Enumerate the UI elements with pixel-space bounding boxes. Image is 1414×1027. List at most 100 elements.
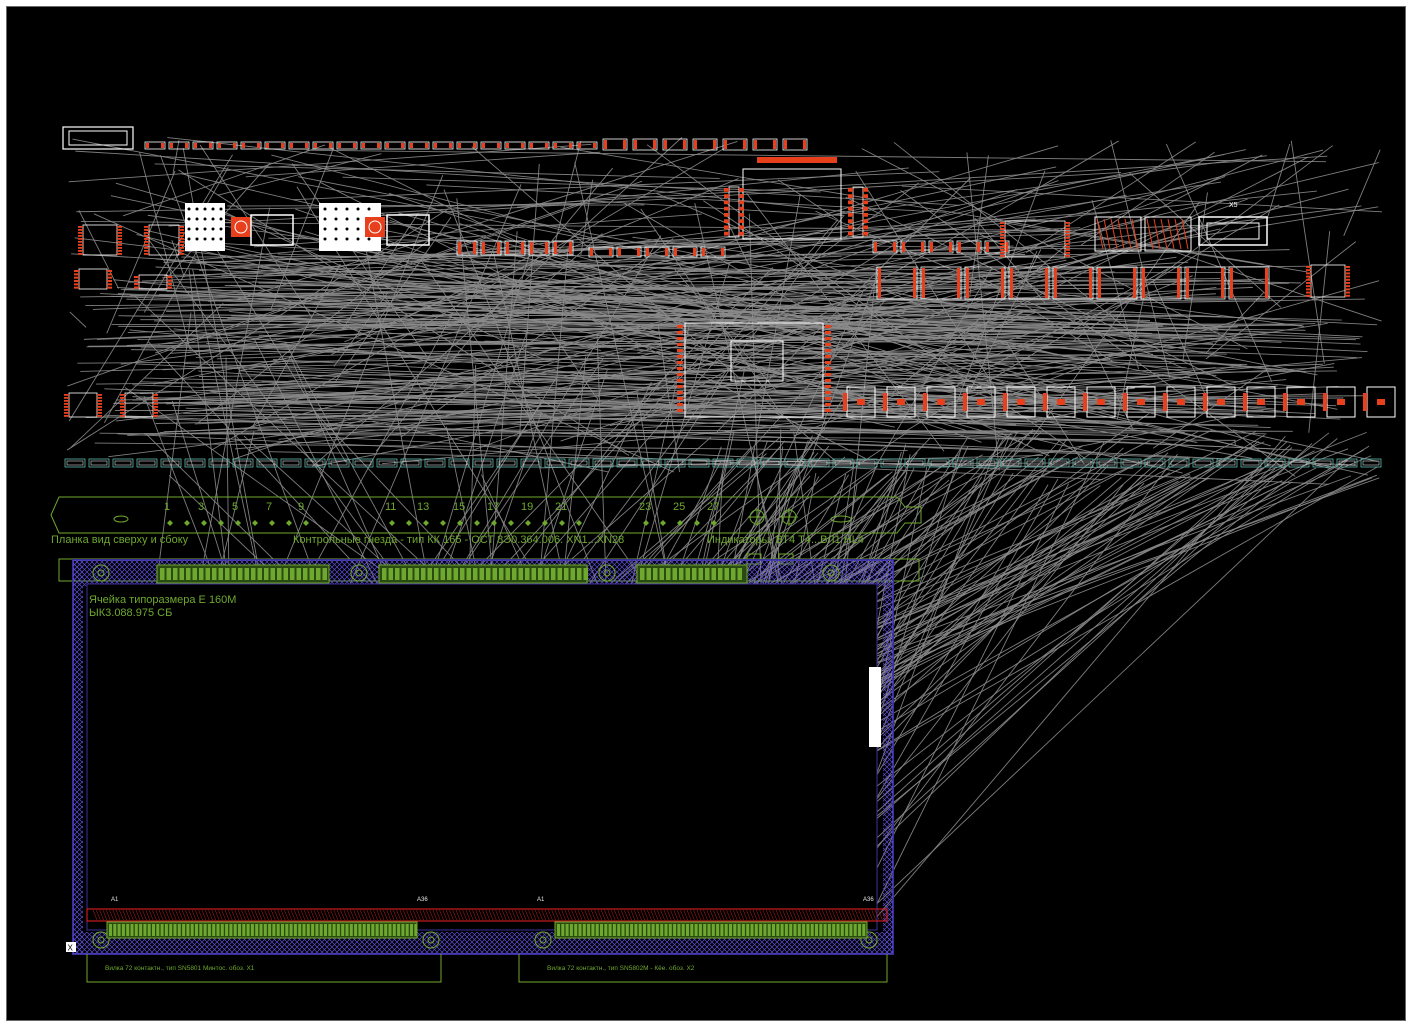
keepout-hatch [848, 909, 853, 921]
bottom-connector-pin [638, 924, 642, 936]
resistor-row-outline [976, 458, 998, 468]
bottom-connector-pin [203, 924, 207, 936]
top-connector-pin [499, 568, 504, 580]
ic-main-pad [825, 403, 831, 406]
bottom-connector-pin [272, 924, 276, 936]
bottom-connector-pin [655, 924, 659, 936]
ic-pad [144, 250, 149, 252]
side-marker [869, 667, 881, 747]
resistor-row-outline [1312, 458, 1334, 468]
pad [521, 242, 524, 254]
bottom-connector-pin [651, 924, 655, 936]
ratsnest-line [1266, 143, 1291, 221]
keepout-hatch [158, 909, 164, 921]
keepout-hatch [353, 909, 358, 921]
transistor-hatch [1174, 218, 1182, 250]
ic-pad [848, 188, 853, 192]
keepout-hatch [191, 909, 197, 921]
keepout-hatch [472, 909, 477, 921]
keepout-hatch [775, 909, 781, 921]
ic-pad [179, 250, 184, 252]
ic-large-pads [757, 157, 837, 163]
hatched-block [185, 203, 225, 251]
keepout-hatch [317, 909, 322, 921]
ratsnest-line [78, 210, 120, 289]
resistor [588, 246, 614, 258]
keepout-hatch [614, 909, 619, 921]
keepout-hatch [138, 909, 144, 921]
ic-pad [1065, 252, 1070, 254]
bottom-connector-pin [625, 924, 629, 936]
hatch-dot [345, 207, 349, 211]
bottom-connector-pin [754, 924, 758, 936]
resistor-row-outline [280, 458, 302, 468]
bottom-connector-pin [690, 924, 694, 936]
ic-main-pad [677, 355, 683, 358]
resistor-large [692, 138, 718, 151]
ratsnest-line [206, 342, 1106, 401]
component-layer [62, 126, 1396, 468]
bottom-connector-pin [306, 924, 310, 936]
bottom-connector-pin [569, 924, 573, 936]
pad [242, 143, 245, 148]
keepout-hatch [544, 909, 550, 921]
bottom-connector-pin [784, 924, 788, 936]
keepout-hatch [277, 909, 283, 921]
pad [609, 248, 612, 256]
resistor-row-outline [1288, 458, 1310, 468]
ratsnest-line [245, 244, 1119, 273]
mounting-hole-inner [427, 936, 435, 944]
keepout-hatch [297, 909, 302, 921]
pad [386, 143, 389, 148]
resistor-row-outline [544, 458, 566, 468]
bottom-connector-pin [121, 924, 125, 936]
keepout-hatch [115, 909, 121, 921]
ic-pad [1306, 272, 1311, 275]
ic-pad [134, 286, 139, 289]
mounting-hole [598, 564, 616, 582]
resistor-large [782, 138, 808, 151]
keepout-hatch [112, 909, 118, 921]
resistor-row-outline [112, 458, 134, 468]
pad [721, 248, 724, 256]
resistor-row-outline [1264, 458, 1286, 468]
top-connector-pin [718, 568, 723, 580]
ic-pad [167, 283, 172, 286]
keepout-hatch [673, 909, 679, 921]
ic-main-pad [825, 397, 831, 400]
top-connector-pin [486, 568, 491, 580]
resistor-row-body [906, 460, 924, 466]
bottom-connector-pin [724, 924, 728, 936]
top-connector-pin [447, 568, 452, 580]
resistor-row-outline [520, 458, 542, 468]
resistor-row-outline [928, 458, 950, 468]
ic-pad [117, 232, 122, 234]
keepout-hatch [564, 909, 570, 921]
pad [170, 143, 173, 148]
bottom-connector-pin [392, 924, 396, 936]
ratsnest-line [143, 430, 1068, 435]
socket-diamond [525, 520, 531, 526]
bottom-connector-pin [780, 924, 784, 936]
ic-pad [74, 283, 79, 286]
keepout-hatch [373, 909, 378, 921]
top-connector-pin [427, 568, 432, 580]
socket-diamond [643, 520, 649, 526]
panel-caption: Планка вид сверху и сбоку [51, 534, 189, 546]
ic-pad [1306, 285, 1311, 288]
bottom-connector-pin [233, 924, 237, 936]
ratsnest-line [643, 232, 993, 243]
ratsnest-line [164, 402, 1013, 436]
resistor [216, 141, 238, 150]
keepout-hatch [152, 909, 157, 921]
top-connector-pin [277, 568, 282, 580]
keepout-hatch [280, 909, 286, 921]
led-pad [1203, 393, 1207, 411]
pad [1089, 268, 1092, 298]
indicators-caption: Индикаторы, ВТ4 Т4...ВЛ1 НL4 [707, 534, 864, 546]
ic-pad [153, 415, 158, 417]
pad [921, 242, 924, 252]
